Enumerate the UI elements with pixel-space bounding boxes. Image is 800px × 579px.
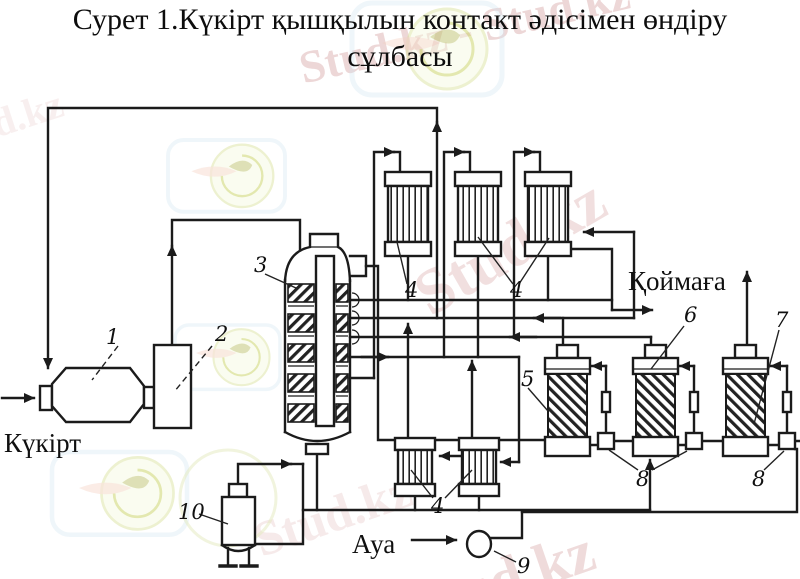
equip-number-4c: 4 [430, 494, 444, 518]
equip-number-4b: 4 [509, 278, 523, 302]
equip-number-7: 7 [775, 308, 789, 332]
heat-exchanger-top-2 [453, 170, 503, 258]
gas-purifier [152, 343, 193, 430]
contact-apparatus [283, 232, 368, 456]
heat-exchanger-top-1 [383, 170, 433, 258]
heat-exchanger-bottom-1 [393, 436, 437, 498]
equip-number-6: 6 [684, 303, 697, 327]
equip-number-4a: 4 [404, 278, 418, 302]
equip-number-3: 3 [254, 253, 267, 277]
figure-caption: Сурет 1.Күкірт қышқылын контакт әдісімен… [0, 2, 800, 75]
absorber-7 [721, 343, 770, 458]
sulfur-furnace [38, 366, 156, 424]
caption-line1: Сурет 1.Күкірт қышқылын контакт әдісімен… [72, 3, 728, 36]
equip-number-8a: 8 [636, 467, 649, 491]
absorber-6 [631, 343, 680, 458]
catalyst-beds [287, 283, 349, 423]
label-leaders [91, 236, 785, 563]
acid-valves-and-pumps [596, 390, 797, 451]
heat-exchanger-bottom-2 [457, 436, 501, 498]
stream-label-sulfur: Күкірт [4, 428, 81, 458]
air-fan [465, 529, 493, 559]
equip-number-9: 9 [517, 554, 530, 578]
equip-number-8b: 8 [752, 467, 765, 491]
absorber-5 [543, 343, 592, 458]
heat-exchanger-top-3 [523, 170, 573, 258]
equip-number-10: 10 [178, 500, 205, 524]
collection-tank [218, 482, 259, 568]
equip-number-1: 1 [106, 325, 119, 349]
caption-line2: сұлбасы [347, 39, 453, 73]
equip-number-5: 5 [521, 367, 534, 391]
stream-label-storage: Қоймаға [628, 266, 726, 296]
stream-label-air: Ауа [352, 529, 395, 559]
equip-number-2: 2 [214, 322, 228, 346]
